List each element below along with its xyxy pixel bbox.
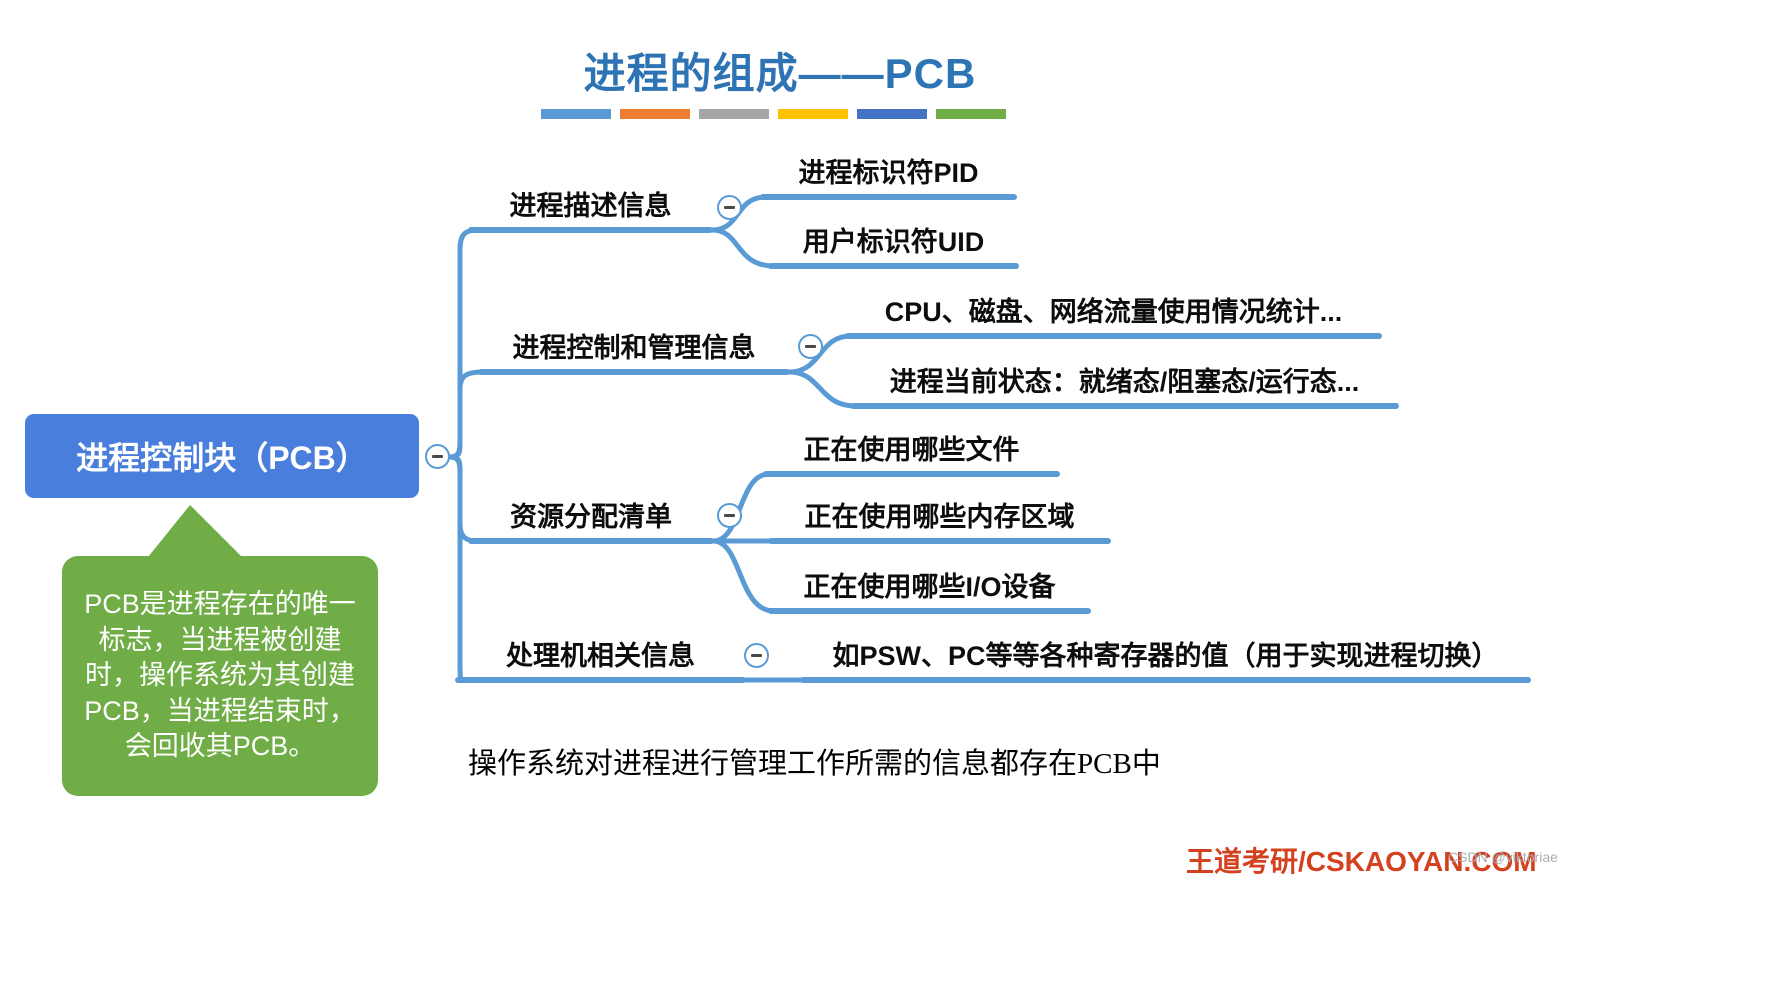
leaf-underline [768,263,1019,269]
page-title: 进程的组成——PCB [583,50,977,97]
branch-label-control-mgmt-info[interactable]: 进程控制和管理信息 [512,333,756,363]
minus-icon [751,654,762,657]
leaf-underline [768,538,1111,544]
leaf-label-uid[interactable]: 用户标识符UID [802,227,985,257]
leaf-label-usage-stats[interactable]: CPU、磁盘、网络流量使用情况统计... [884,297,1343,327]
accent-bar [699,109,769,119]
accent-bar [857,109,927,119]
branch-label-description-info[interactable]: 进程描述信息 [509,191,672,221]
leaf-underline [800,677,1531,683]
leaf-label-current-state[interactable]: 进程当前状态：就绪态/阻塞态/运行态... [889,367,1360,397]
branch-underline [468,227,713,233]
leaf-underline [845,333,1382,339]
collapse-button-description-info[interactable] [717,195,742,220]
accent-bar [541,109,611,119]
leaf-label-registers[interactable]: 如PSW、PC等等各种寄存器的值（用于实现进程切换） [832,641,1499,671]
leaf-label-io-in-use[interactable]: 正在使用哪些I/O设备 [803,572,1056,602]
branch-underline [478,369,790,375]
note-bubble: PCB是进程存在的唯一标志，当进程被创建时，操作系统为其创建PCB，当进程结束时… [62,556,378,796]
branch-label-processor-info[interactable]: 处理机相关信息 [506,641,695,671]
accent-bar [936,109,1006,119]
branch-underline [468,538,714,544]
collapse-button-control-mgmt-info[interactable] [798,334,823,359]
summary-caption: 操作系统对进程进行管理工作所需的信息都存在PCB中 [468,748,1161,780]
branch-underline [455,677,746,683]
minus-icon [432,455,443,458]
collapse-button-processor-info[interactable] [744,643,769,668]
minus-icon [724,514,735,517]
collapse-button-resource-list[interactable] [717,503,742,528]
brand-text: 王道考研/CSKAOYAN.COM [1186,846,1537,877]
minus-icon [724,206,735,209]
root-node-pcb[interactable]: 进程控制块（PCB） [25,414,419,498]
accent-bar [620,109,690,119]
minus-icon [805,345,816,348]
collapse-button-root[interactable] [425,444,450,469]
leaf-label-pid[interactable]: 进程标识符PID [798,158,979,188]
leaf-underline [760,194,1017,200]
leaf-underline [850,403,1399,409]
leaf-label-files-in-use[interactable]: 正在使用哪些文件 [803,435,1020,465]
watermark-text: CSDN @viktoriae [1448,849,1558,865]
root-node-label: 进程控制块（PCB） [76,440,368,476]
accent-bar [778,109,848,119]
note-text: PCB是进程存在的唯一标志，当进程被创建时，操作系统为其创建PCB，当进程结束时… [84,588,356,762]
branch-label-resource-list[interactable]: 资源分配清单 [510,502,672,532]
leaf-label-memory-in-use[interactable]: 正在使用哪些内存区域 [804,502,1075,532]
leaf-underline [763,471,1060,477]
leaf-underline [768,608,1091,614]
accent-bar-row [541,109,1011,119]
